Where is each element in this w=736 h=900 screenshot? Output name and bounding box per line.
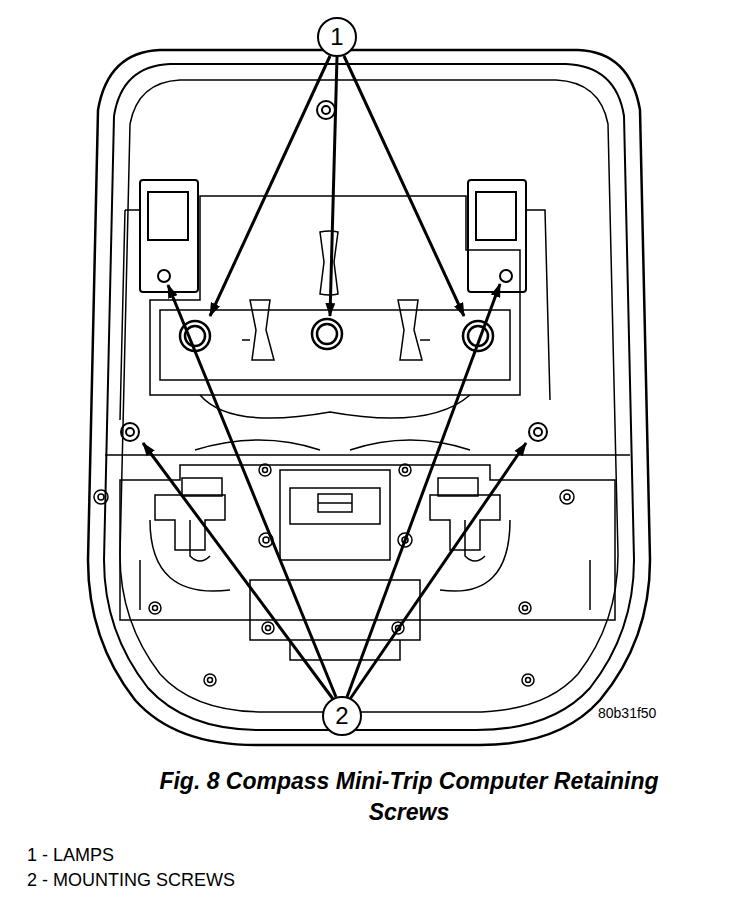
inner-panel-part: [160, 310, 510, 380]
lower-housing-details-part: [280, 470, 390, 560]
retaining-clips-part: [398, 300, 422, 360]
lower-housing-details-part: [120, 465, 615, 620]
legend-text: 2 - MOUNTING SCREWS: [27, 870, 235, 891]
small-bosses-part: [523, 606, 528, 611]
leader-arrows-part: [330, 57, 337, 316]
small-bosses-part: [208, 678, 213, 683]
leader-arrows-part: [168, 285, 336, 697]
lamp-sockets-part: [500, 270, 512, 282]
mounting-screws: [121, 423, 547, 441]
lower-housing-details-part: [318, 502, 352, 504]
figure-caption: Fig. 8 Compass Mini-Trip Computer Retain…: [129, 766, 689, 828]
callout-circles-part: [318, 18, 356, 56]
small-bosses-part: [266, 626, 271, 631]
lamp-sockets-part: [140, 180, 198, 292]
callout-circles-part: [323, 697, 361, 735]
leader-arrows-part: [344, 56, 464, 316]
callout-number: 1: [330, 23, 343, 51]
figure-code: 80b31f50: [598, 705, 656, 721]
leader-arrows-part: [210, 56, 330, 316]
small-bosses: [94, 464, 574, 686]
small-bosses-part: [204, 674, 216, 686]
lower-housing-details-part: [438, 478, 478, 496]
small-bosses-part: [94, 490, 108, 504]
leader-arrows: [143, 56, 526, 699]
mounting-screws-part: [126, 428, 134, 436]
mounting-screws-part: [121, 423, 139, 441]
retaining-clips-part: [250, 300, 274, 360]
lower-housing-details-part: [318, 494, 352, 512]
small-bosses-part: [98, 494, 104, 500]
top-screw-boss-part: [322, 106, 330, 114]
lower-housing-details-part: [190, 520, 210, 561]
housing-outline-part: [120, 80, 618, 712]
leader-arrows-part: [347, 284, 500, 697]
top-screw-boss: [317, 101, 335, 119]
small-bosses-part: [263, 468, 268, 473]
small-bosses-part: [403, 468, 408, 473]
lower-housing-details-part: [105, 454, 630, 456]
housing-outline: [88, 50, 650, 745]
retaining-clips-part: [242, 339, 430, 341]
lamp-holes-part: [317, 324, 337, 344]
lamp-sockets-part: [476, 192, 516, 240]
lamp-holes-part: [312, 319, 342, 349]
lower-housing-details-part: [182, 478, 222, 496]
inner-panel-part: [150, 196, 520, 395]
retaining-clips-part: [320, 231, 338, 295]
leader-arrows-part: [143, 443, 333, 699]
housing-outline-part: [104, 64, 634, 730]
retaining-clips: [242, 231, 430, 360]
lower-housing-details: [105, 440, 630, 660]
small-bosses-part: [262, 622, 274, 634]
small-bosses-part: [560, 490, 574, 504]
small-bosses-part: [399, 464, 411, 476]
small-bosses-part: [263, 537, 269, 543]
inner-panel-part: [120, 210, 550, 420]
legend-text: 1 - LAMPS: [27, 845, 114, 866]
lamp-sockets-part: [468, 180, 526, 292]
small-bosses-part: [526, 678, 531, 683]
small-bosses-part: [153, 606, 158, 611]
inner-panel-part: [200, 395, 470, 418]
lamp-holes: [180, 319, 493, 351]
lower-housing-details-part: [250, 580, 420, 640]
lamp-sockets-part: [148, 192, 188, 240]
small-bosses-part: [522, 674, 534, 686]
mounting-screws-part: [534, 428, 542, 436]
small-bosses-part: [564, 494, 570, 500]
leader-arrows-part: [350, 443, 526, 699]
lamp-sockets-part: [158, 270, 170, 282]
top-screw-boss-part: [317, 101, 335, 119]
inner-panel: [120, 196, 550, 420]
lower-housing-details-part: [290, 488, 380, 524]
mounting-screws-part: [529, 423, 547, 441]
callout-circles: [318, 18, 361, 735]
small-bosses-part: [149, 602, 161, 614]
small-bosses-part: [259, 464, 271, 476]
callout-number: 2: [335, 702, 348, 730]
housing-outline-part: [88, 50, 650, 745]
small-bosses-part: [519, 602, 531, 614]
